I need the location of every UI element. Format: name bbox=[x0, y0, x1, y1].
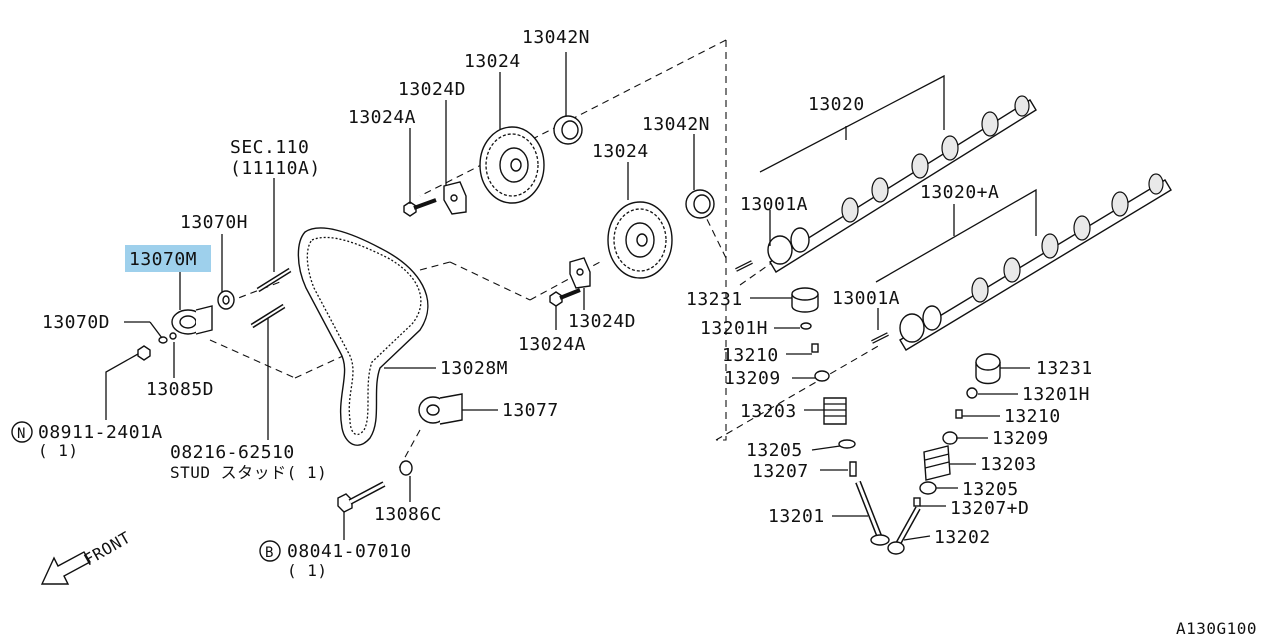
label-13201h-right[interactable]: 13201H bbox=[1022, 384, 1090, 405]
label-13202[interactable]: 13202 bbox=[934, 527, 991, 548]
valve-stack-left bbox=[791, 287, 890, 546]
label-13231-left[interactable]: 13231 bbox=[686, 289, 743, 310]
label-13070d[interactable]: 13070D bbox=[42, 312, 110, 333]
label-13231-right[interactable]: 13231 bbox=[1036, 358, 1093, 379]
label-13042n-top[interactable]: 13042N bbox=[522, 27, 590, 48]
tensioner-spacer bbox=[217, 290, 235, 310]
labels: 13042N 13024 13024D 13024A SEC.110 (1111… bbox=[17, 27, 1257, 638]
label-08911-qty: ( 1) bbox=[38, 441, 79, 460]
highlight-13070m bbox=[125, 245, 211, 272]
circle-n-icon bbox=[11, 421, 33, 443]
timing-belt bbox=[297, 227, 429, 446]
label-13070h[interactable]: 13070H bbox=[180, 212, 248, 233]
label-13207-left[interactable]: 13207 bbox=[752, 461, 809, 482]
studs bbox=[250, 267, 292, 329]
circle-b-letter: B bbox=[265, 545, 274, 561]
camshaft-13020a bbox=[899, 173, 1172, 351]
washer-13085d bbox=[169, 332, 177, 340]
bracket-middle bbox=[569, 257, 591, 289]
label-08041-07010[interactable]: 08041-07010 bbox=[287, 541, 412, 562]
label-13024a-top[interactable]: 13024A bbox=[348, 107, 416, 128]
label-13024-top[interactable]: 13024 bbox=[464, 51, 521, 72]
label-13086c[interactable]: 13086C bbox=[374, 504, 442, 525]
washer-13070d bbox=[158, 336, 168, 344]
label-13024-mid[interactable]: 13024 bbox=[592, 141, 649, 162]
washer-13086c bbox=[399, 460, 413, 476]
circle-n-letter: N bbox=[17, 426, 26, 442]
label-stud-sub: STUD スタッド( 1) bbox=[170, 463, 327, 482]
label-front: FRONT bbox=[81, 528, 134, 570]
label-sec110-sub: (11110A) bbox=[230, 158, 321, 179]
label-13205-right[interactable]: 13205 bbox=[962, 479, 1019, 500]
label-13077[interactable]: 13077 bbox=[502, 400, 559, 421]
label-13203-right[interactable]: 13203 bbox=[980, 454, 1037, 475]
idler-pulley-13077 bbox=[418, 393, 463, 425]
bolt-08041 bbox=[337, 481, 386, 513]
figure-code: A130G100 bbox=[1176, 619, 1257, 638]
valve-stack-right bbox=[887, 353, 1001, 555]
dowel-pins bbox=[735, 260, 889, 344]
sprocket-middle bbox=[607, 201, 673, 279]
label-13042n-mid[interactable]: 13042N bbox=[642, 114, 710, 135]
label-13209-left[interactable]: 13209 bbox=[724, 368, 781, 389]
label-13210-right[interactable]: 13210 bbox=[1004, 406, 1061, 427]
label-13028m[interactable]: 13028M bbox=[440, 358, 508, 379]
label-13001a-mid[interactable]: 13001A bbox=[832, 288, 900, 309]
label-13209-right[interactable]: 13209 bbox=[992, 428, 1049, 449]
label-13001a-top[interactable]: 13001A bbox=[740, 194, 808, 215]
front-arrow-icon bbox=[40, 551, 91, 585]
label-sec110[interactable]: SEC.110 bbox=[230, 137, 309, 158]
label-13201h-left[interactable]: 13201H bbox=[700, 318, 768, 339]
label-13201[interactable]: 13201 bbox=[768, 506, 825, 527]
label-13020a[interactable]: 13020+A bbox=[920, 182, 999, 203]
bracket-upper bbox=[443, 181, 467, 215]
nut-08911 bbox=[137, 345, 151, 361]
label-13020[interactable]: 13020 bbox=[808, 94, 865, 115]
circle-b-icon bbox=[259, 540, 281, 562]
sprocket-upper bbox=[479, 126, 545, 204]
camshaft-13020 bbox=[767, 95, 1037, 273]
oil-seal-middle bbox=[685, 189, 715, 219]
label-08911-2401a[interactable]: 08911-2401A bbox=[38, 422, 163, 443]
bolt-upper bbox=[403, 198, 437, 217]
label-13024d-top[interactable]: 13024D bbox=[398, 79, 466, 100]
label-13207d[interactable]: 13207+D bbox=[950, 498, 1029, 519]
label-13203-left[interactable]: 13203 bbox=[740, 401, 797, 422]
label-13085d[interactable]: 13085D bbox=[146, 379, 214, 400]
leader-lines bbox=[105, 52, 1037, 541]
label-13205-left[interactable]: 13205 bbox=[746, 440, 803, 461]
label-13024d-mid[interactable]: 13024D bbox=[568, 311, 636, 332]
bolt-middle bbox=[549, 288, 581, 307]
tensioner-pulley bbox=[171, 305, 213, 335]
label-08216-62510[interactable]: 08216-62510 bbox=[170, 442, 295, 463]
label-13070m[interactable]: 13070M bbox=[129, 249, 197, 270]
label-13210-left[interactable]: 13210 bbox=[722, 345, 779, 366]
label-08041-qty: ( 1) bbox=[287, 561, 328, 580]
oil-seal-upper bbox=[553, 115, 583, 145]
label-13024a-mid[interactable]: 13024A bbox=[518, 334, 586, 355]
